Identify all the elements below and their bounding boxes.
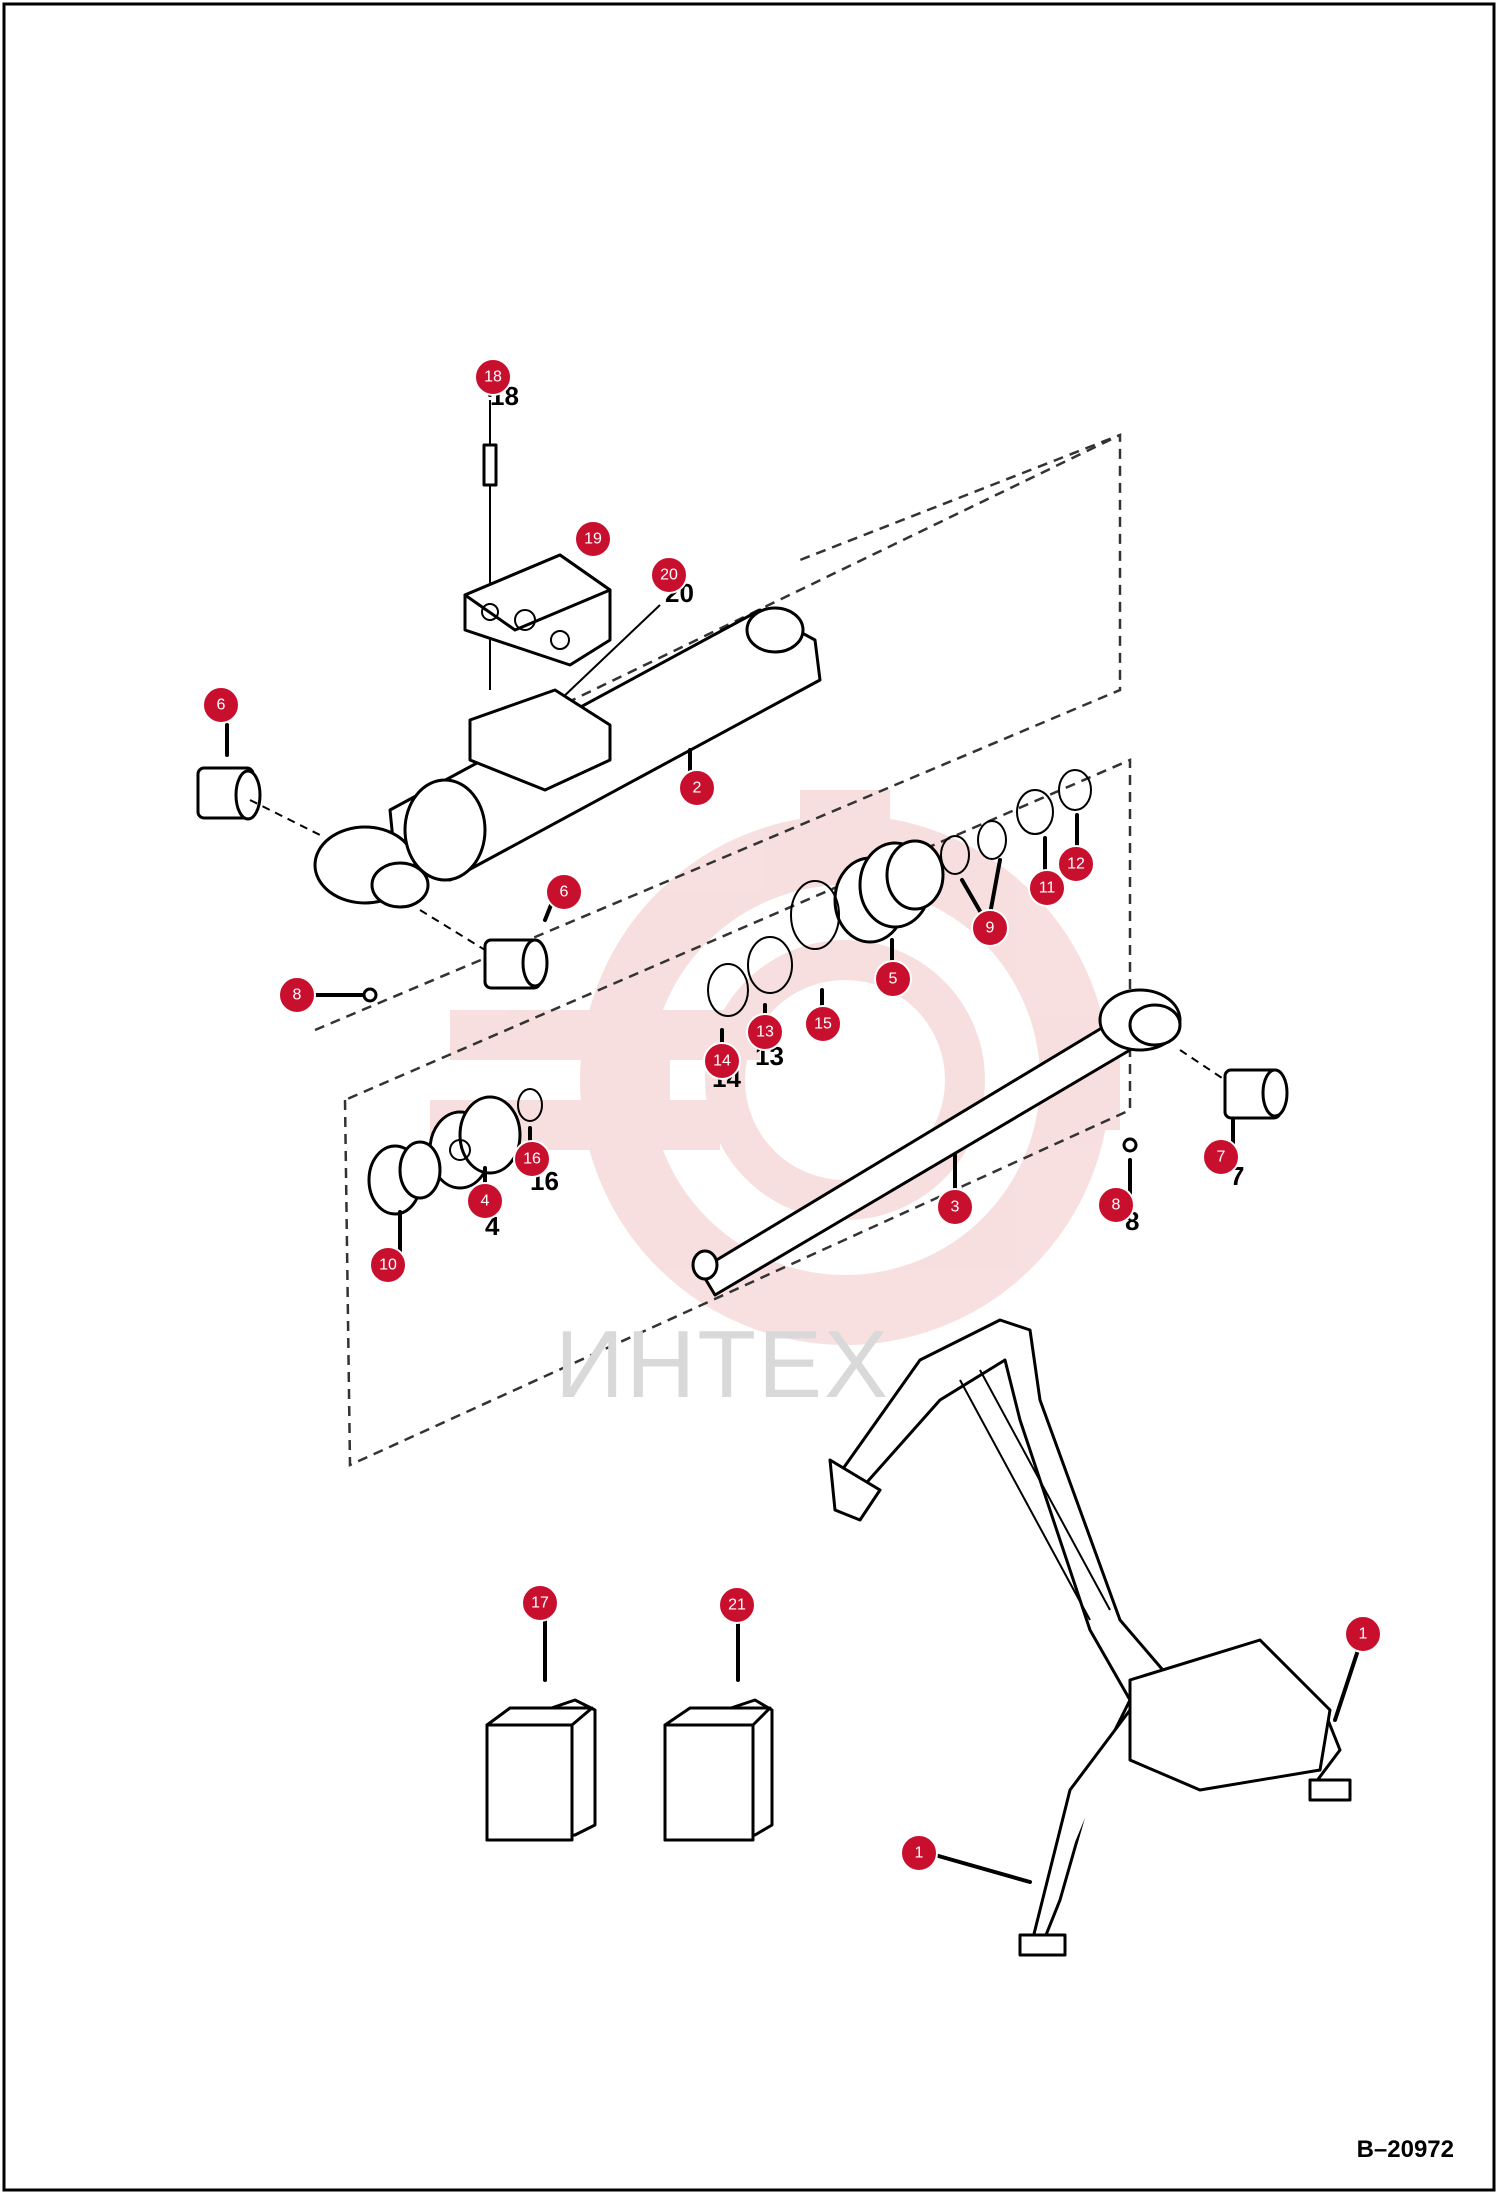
callout-2[interactable]: 2 — [678, 769, 716, 807]
callout-10[interactable]: 10 — [369, 1246, 407, 1284]
oring-part-16 — [517, 1088, 543, 1122]
svg-text:14: 14 — [713, 1053, 731, 1070]
callout-7[interactable]: 7 — [1202, 1138, 1240, 1176]
seal-part-11 — [1016, 789, 1054, 835]
svg-text:8: 8 — [293, 987, 302, 1004]
svg-text:16: 16 — [523, 1151, 541, 1168]
seal-part-13 — [747, 936, 793, 994]
callout-6-upper[interactable]: 6 — [202, 686, 240, 724]
callout-1-left[interactable]: 1 — [900, 1834, 938, 1872]
callout-17[interactable]: 17 — [521, 1584, 559, 1622]
callout-8-left[interactable]: 8 — [278, 976, 316, 1014]
seal-part-15 — [790, 880, 840, 950]
seal-part-9a — [940, 835, 970, 875]
svg-text:9: 9 — [986, 920, 995, 937]
svg-text:15: 15 — [814, 1016, 832, 1033]
callout-19[interactable]: 19 — [574, 520, 612, 558]
callout-3[interactable]: 3 — [936, 1188, 974, 1226]
bushing-part-6-right — [483, 938, 549, 990]
svg-text:13: 13 — [756, 1024, 774, 1041]
callout-20[interactable]: 20 — [650, 556, 688, 594]
callout-9[interactable]: 9 — [971, 909, 1009, 947]
callout-13[interactable]: 13 — [746, 1013, 784, 1051]
callout-21[interactable]: 21 — [718, 1586, 756, 1624]
bushing-part-7 — [1223, 1068, 1289, 1120]
svg-text:3: 3 — [951, 1199, 960, 1216]
svg-text:1: 1 — [1359, 1626, 1368, 1643]
callout-15[interactable]: 15 — [804, 1005, 842, 1043]
callout-12[interactable]: 12 — [1057, 845, 1095, 883]
svg-text:12: 12 — [1067, 856, 1085, 873]
seal-part-12 — [1058, 769, 1092, 811]
svg-text:2: 2 — [693, 780, 702, 797]
callout-18[interactable]: 18 — [474, 358, 512, 396]
callout-11[interactable]: 11 — [1028, 869, 1066, 907]
svg-text:4: 4 — [481, 1193, 490, 1210]
wiper-part-10 — [367, 1140, 442, 1216]
kit-box-part-21 — [663, 1698, 774, 1842]
svg-text:8: 8 — [1112, 1197, 1121, 1214]
svg-text:7: 7 — [1217, 1149, 1226, 1166]
svg-text:17: 17 — [531, 1595, 549, 1612]
callout-6-lower[interactable]: 6 — [545, 873, 583, 911]
callout-8-right[interactable]: 8 — [1097, 1186, 1135, 1224]
backhoe-assembly-part-1 — [828, 1318, 1352, 1957]
figure-code: B–20972 — [1356, 2136, 1454, 2163]
seal-part-14 — [707, 963, 749, 1017]
bushing-part-6-left — [196, 766, 262, 821]
svg-text:1: 1 — [915, 1845, 924, 1862]
svg-text:5: 5 — [889, 971, 898, 988]
callout-5[interactable]: 5 — [874, 960, 912, 998]
svg-text:20: 20 — [660, 567, 678, 584]
svg-text:11: 11 — [1039, 880, 1056, 897]
svg-text:19: 19 — [584, 531, 602, 548]
callout-14[interactable]: 14 — [703, 1042, 741, 1080]
fitting-part-8-left — [362, 987, 378, 1003]
rod-part-3 — [691, 988, 1182, 1297]
dashed-box-upper — [314, 433, 1122, 1032]
callout-16[interactable]: 16 — [513, 1140, 551, 1178]
callout-4[interactable]: 4 — [466, 1182, 504, 1220]
fitting-part-8-right — [1122, 1137, 1138, 1153]
svg-text:6: 6 — [217, 697, 226, 714]
svg-text:10: 10 — [379, 1257, 397, 1274]
svg-text:21: 21 — [728, 1597, 746, 1614]
watermark-text: ИНТЕХ — [555, 1311, 891, 1418]
svg-text:6: 6 — [560, 884, 569, 901]
piston-part-5 — [833, 839, 945, 944]
svg-text:18: 18 — [484, 369, 502, 386]
callout-1-right[interactable]: 1 — [1344, 1615, 1382, 1653]
kit-box-part-17 — [485, 1698, 597, 1842]
seal-part-9b — [977, 820, 1007, 860]
pin-part-18 — [482, 443, 498, 487]
